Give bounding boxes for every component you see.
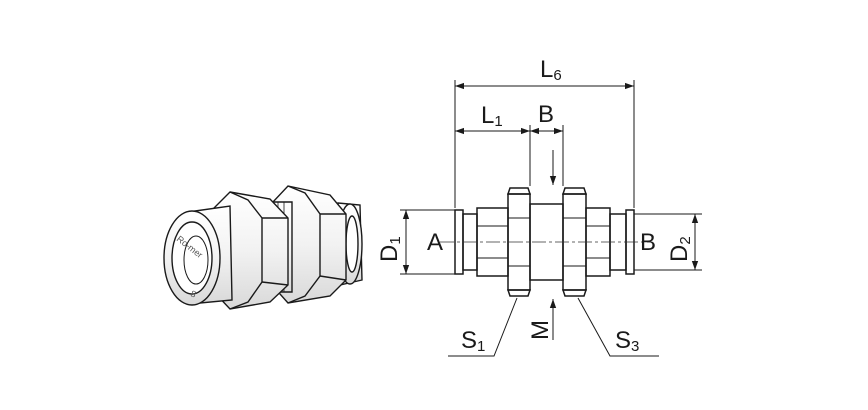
label-port-b: B <box>640 229 656 256</box>
label-l6: L6 <box>540 56 562 84</box>
s3-leader <box>577 297 659 357</box>
label-m: M <box>527 320 554 340</box>
size-marking-text: 8 <box>189 288 197 299</box>
left-collet <box>163 205 233 306</box>
label-s3: S3 <box>615 327 639 355</box>
right-body <box>585 207 611 277</box>
fitting-isometric-view <box>163 185 363 310</box>
s1-leader <box>448 297 518 357</box>
left-hex-nut <box>213 191 289 310</box>
label-l1: L1 <box>481 102 503 130</box>
label-port-a: A <box>427 229 443 256</box>
label-d2: D2 <box>666 236 694 262</box>
dimension-lines <box>400 80 702 357</box>
label-s1: S1 <box>461 327 485 355</box>
label-d1: D1 <box>376 236 404 262</box>
dimension-labels: L6 L1 B A B D1 D2 M S1 S3 <box>376 56 694 355</box>
label-b-width: B <box>538 101 554 128</box>
